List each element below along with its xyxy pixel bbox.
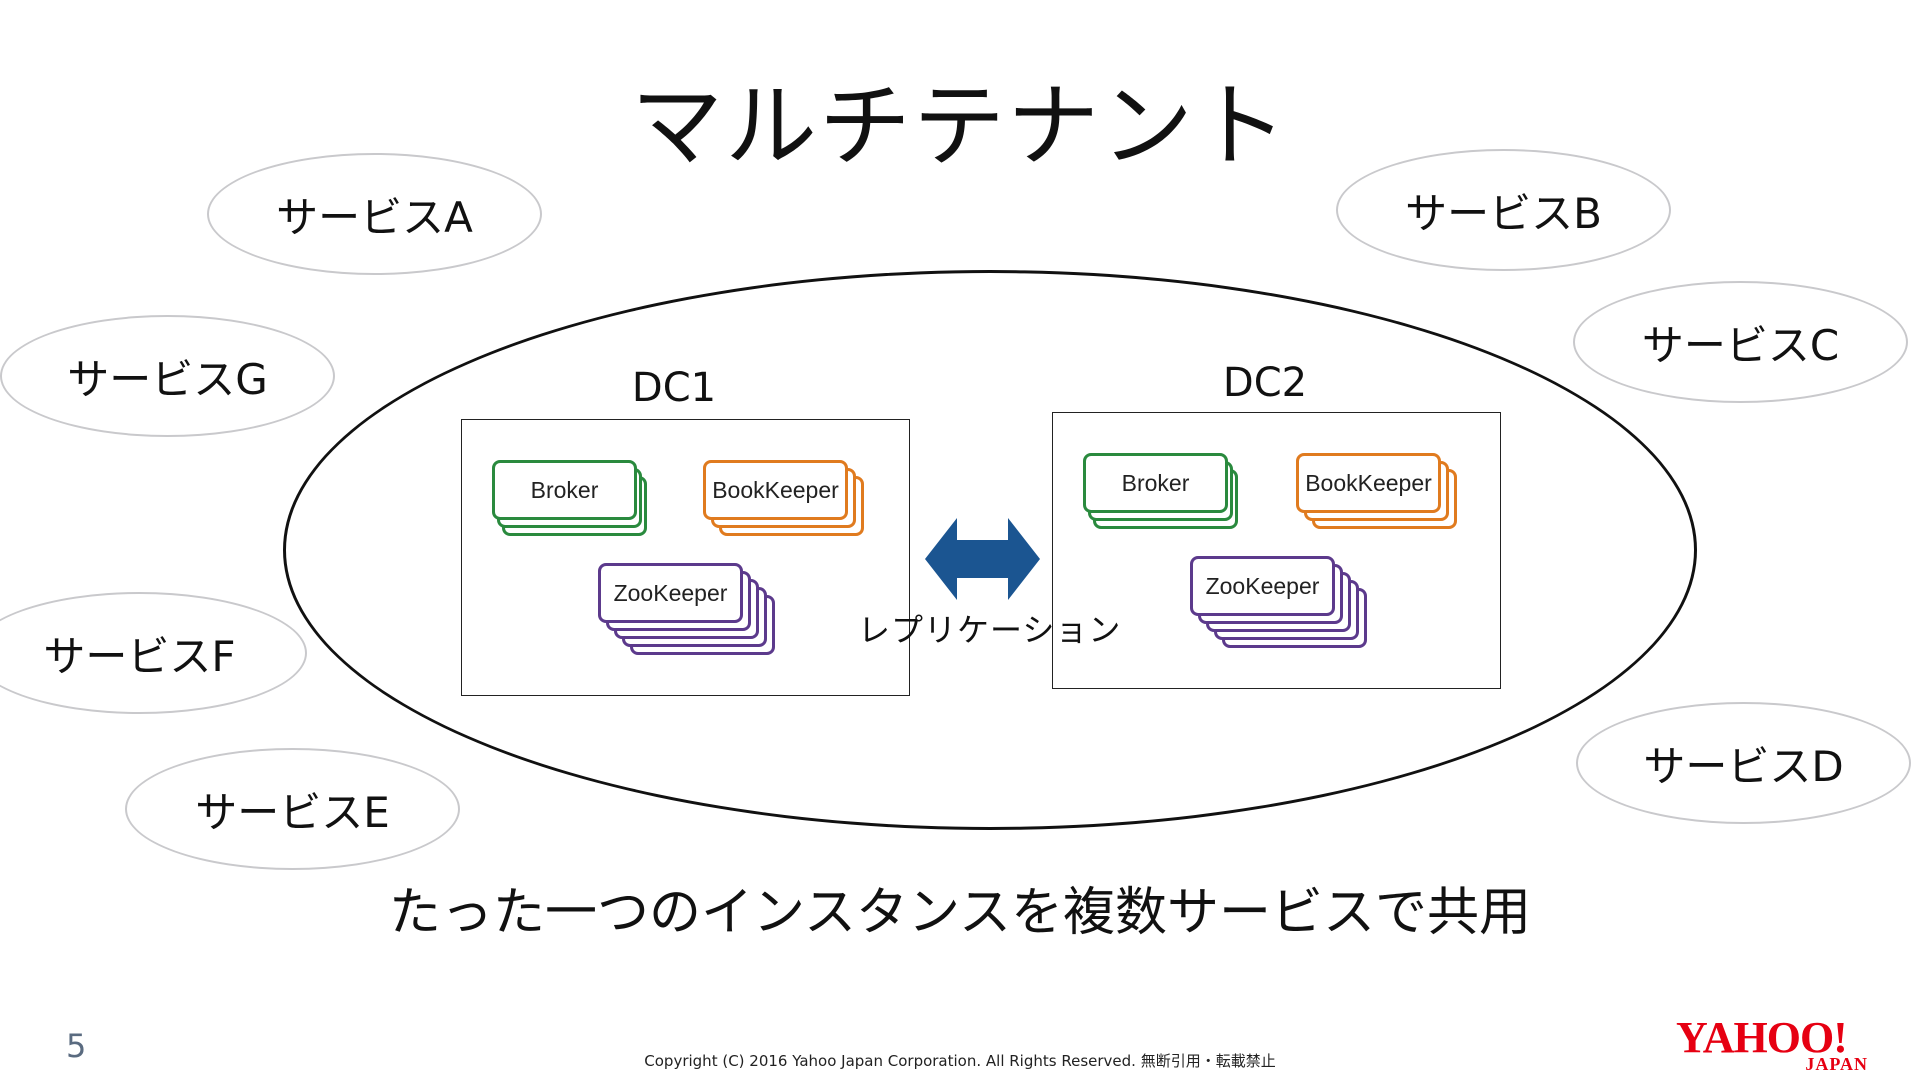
- service-b: サービスB: [1336, 149, 1671, 271]
- dc2-label: DC2: [1222, 360, 1308, 406]
- dc1-broker-stack: Broker: [492, 460, 662, 550]
- service-a: サービスA: [207, 153, 542, 275]
- page-number: 5: [66, 1027, 87, 1065]
- replication-label: レプリケーション: [858, 611, 1122, 649]
- logo-main-text: YAHOO!: [1676, 1013, 1848, 1062]
- service-d: サービスD: [1576, 702, 1911, 824]
- dc1-box: Broker BookKeeper ZooKeeper: [461, 419, 910, 696]
- dc2-zookeeper-stack: ZooKeeper: [1190, 556, 1390, 666]
- dc2-bookkeeper-label: BookKeeper: [1305, 469, 1432, 496]
- slide-subtitle: たった一つのインスタンスを複数サービスで共用: [389, 883, 1531, 943]
- slide-title: マルチテナント: [630, 73, 1289, 180]
- dc2-bookkeeper-stack: BookKeeper: [1296, 453, 1476, 543]
- service-c: サービスC: [1573, 281, 1908, 403]
- service-e: サービスE: [125, 748, 460, 870]
- copyright-notice: Copyright (C) 2016 Yahoo Japan Corporati…: [644, 1052, 1276, 1070]
- service-f: サービスF: [0, 592, 307, 714]
- service-g: サービスG: [0, 315, 335, 437]
- cluster-ellipse: [283, 270, 1697, 830]
- dc1-bookkeeper-label: BookKeeper: [712, 476, 839, 503]
- yahoo-japan-logo: YAHOO! JAPAN: [1676, 1013, 1876, 1075]
- logo-sub-text: JAPAN: [1805, 1054, 1868, 1074]
- dc2-zookeeper-label: ZooKeeper: [1205, 572, 1320, 599]
- dc1-zookeeper-stack: ZooKeeper: [598, 563, 798, 673]
- dc1-bookkeeper-stack: BookKeeper: [703, 460, 883, 550]
- dc1-zookeeper-label: ZooKeeper: [613, 579, 728, 606]
- dc1-label: DC1: [631, 365, 717, 411]
- dc1-broker-label: Broker: [530, 476, 599, 503]
- dc2-broker-stack: Broker: [1083, 453, 1253, 543]
- double-arrow-icon: [925, 518, 1040, 600]
- dc2-broker-label: Broker: [1121, 469, 1190, 496]
- dc2-box: Broker BookKeeper ZooKeeper: [1052, 412, 1501, 689]
